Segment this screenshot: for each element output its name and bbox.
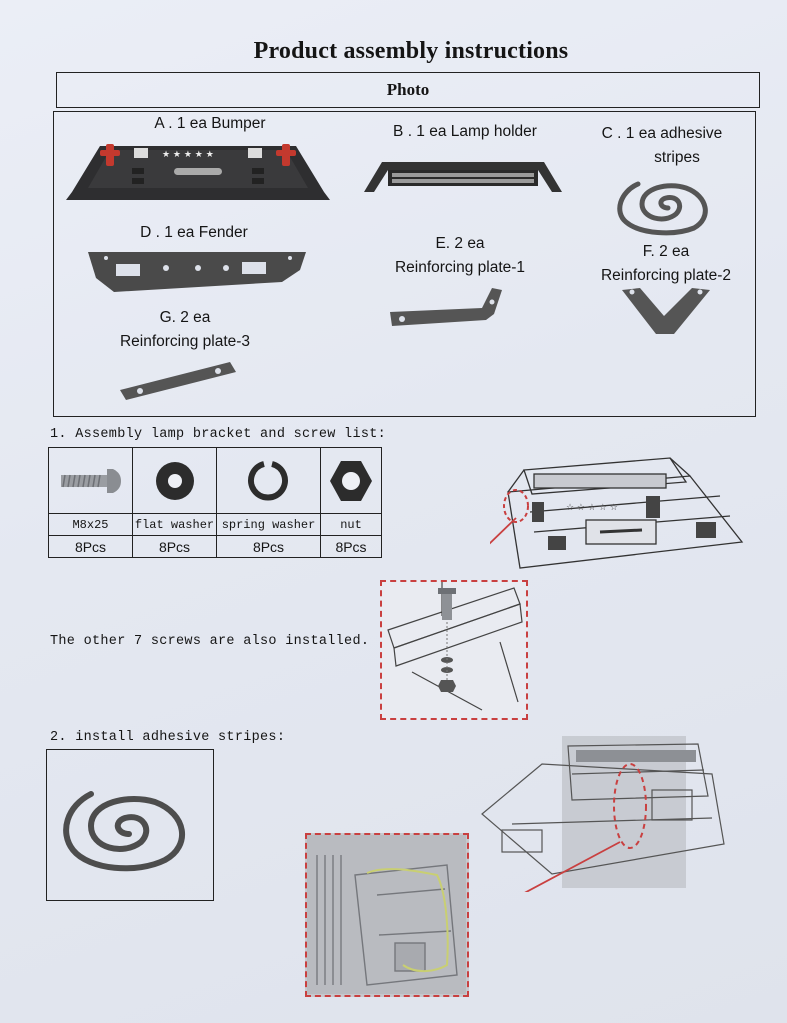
- svg-text:☆ ☆ ☆ ☆ ☆: ☆ ☆ ☆ ☆ ☆: [566, 503, 618, 513]
- part-label-f-line-1: F. 2 ea: [642, 243, 690, 260]
- hex-nut-icon: [330, 460, 372, 501]
- screw-list-cell: [216, 447, 321, 514]
- parts-photo-box: [53, 111, 756, 417]
- adhesive-detail-callout: [305, 833, 469, 997]
- screw-list-cell: [132, 447, 217, 514]
- part-label-b: B . 1 ea Lamp holder: [370, 120, 560, 144]
- part-label-e-line-2: Reinforcing plate-1: [394, 259, 526, 276]
- part-label-g-line-2: Reinforcing plate-3: [119, 333, 251, 350]
- part-label-e-line-1: E. 2 ea: [435, 235, 485, 252]
- part-label-a-line-1: A . 1 ea Bumper: [154, 115, 266, 132]
- bumper-assembly-diagram: ☆ ☆ ☆ ☆ ☆: [490, 457, 744, 569]
- part-label-a: A . 1 ea Bumper: [120, 112, 300, 136]
- part-label-e: E. 2 ea Reinforcing plate-1: [370, 232, 550, 280]
- bolt-detail-diagram: [387, 582, 523, 711]
- reinforcing-plate-3-icon: [120, 362, 236, 400]
- screw-list-cell: [320, 447, 382, 514]
- flat-washer-icon: [155, 461, 194, 500]
- page-title: Product assembly instructions: [253, 38, 569, 64]
- screw-qty-cell: 8Pcs: [216, 535, 321, 558]
- part-label-f-line-2: Reinforcing plate-2: [600, 267, 732, 284]
- bolt-detail-callout: [380, 580, 528, 720]
- screw-list-table: M8x25 flat washer spring washer nut 8Pcs…: [48, 447, 382, 558]
- photo-header-bar: [56, 72, 760, 108]
- part-label-c-line-2: stripes: [654, 149, 700, 166]
- screw-name-cell: flat washer: [132, 513, 217, 536]
- screw-qty-cell: 8Pcs: [48, 535, 133, 558]
- reinforcing-plate-2-icon: [622, 288, 710, 334]
- step-1-note: The other 7 screws are also installed.: [50, 634, 370, 649]
- fender-icon: [88, 252, 306, 292]
- part-label-b-line-1: B . 1 ea Lamp holder: [393, 123, 537, 140]
- photo-header-label: Photo: [386, 80, 430, 99]
- screw-qty-cell: 8Pcs: [320, 535, 382, 558]
- screw-name-cell: spring washer: [216, 513, 321, 536]
- screw-name-cell: M8x25: [48, 513, 133, 536]
- adhesive-stripe-box: [46, 749, 214, 901]
- part-label-c-line-1: C . 1 ea adhesive: [601, 125, 723, 142]
- screw-name-cell: nut: [320, 513, 382, 536]
- reinforcing-plate-1-icon: [390, 288, 502, 326]
- bolt-icon: [60, 468, 121, 493]
- screw-qty-cell: 8Pcs: [132, 535, 217, 558]
- adhesive-stripe-large-icon: [63, 791, 185, 872]
- lamp-holder-icon: [364, 162, 562, 192]
- bumper-icon: ★ ★ ★ ★ ★: [66, 144, 330, 200]
- svg-text:★ ★ ★ ★ ★: ★ ★ ★ ★ ★: [162, 150, 214, 160]
- part-label-d: D . 1 ea Fender: [110, 221, 278, 245]
- step-2-label: 2. install adhesive stripes:: [50, 730, 286, 745]
- adhesive-stripe-spiral-icon: [617, 181, 708, 236]
- part-label-g-line-1: G. 2 ea: [159, 309, 211, 326]
- spring-washer-icon: [247, 460, 288, 500]
- step-1-label: 1. Assembly lamp bracket and screw list:: [50, 427, 387, 442]
- screw-list-cell: [48, 447, 133, 514]
- part-label-g: G. 2 ea Reinforcing plate-3: [100, 306, 270, 354]
- part-label-d-line-1: D . 1 ea Fender: [140, 224, 248, 241]
- bumper-rear-diagram: [481, 736, 725, 892]
- part-label-c: C . 1 ea adhesive stripes: [582, 122, 742, 170]
- adhesive-detail-photo: [307, 835, 466, 994]
- part-label-f: F. 2 ea Reinforcing plate-2: [582, 240, 750, 288]
